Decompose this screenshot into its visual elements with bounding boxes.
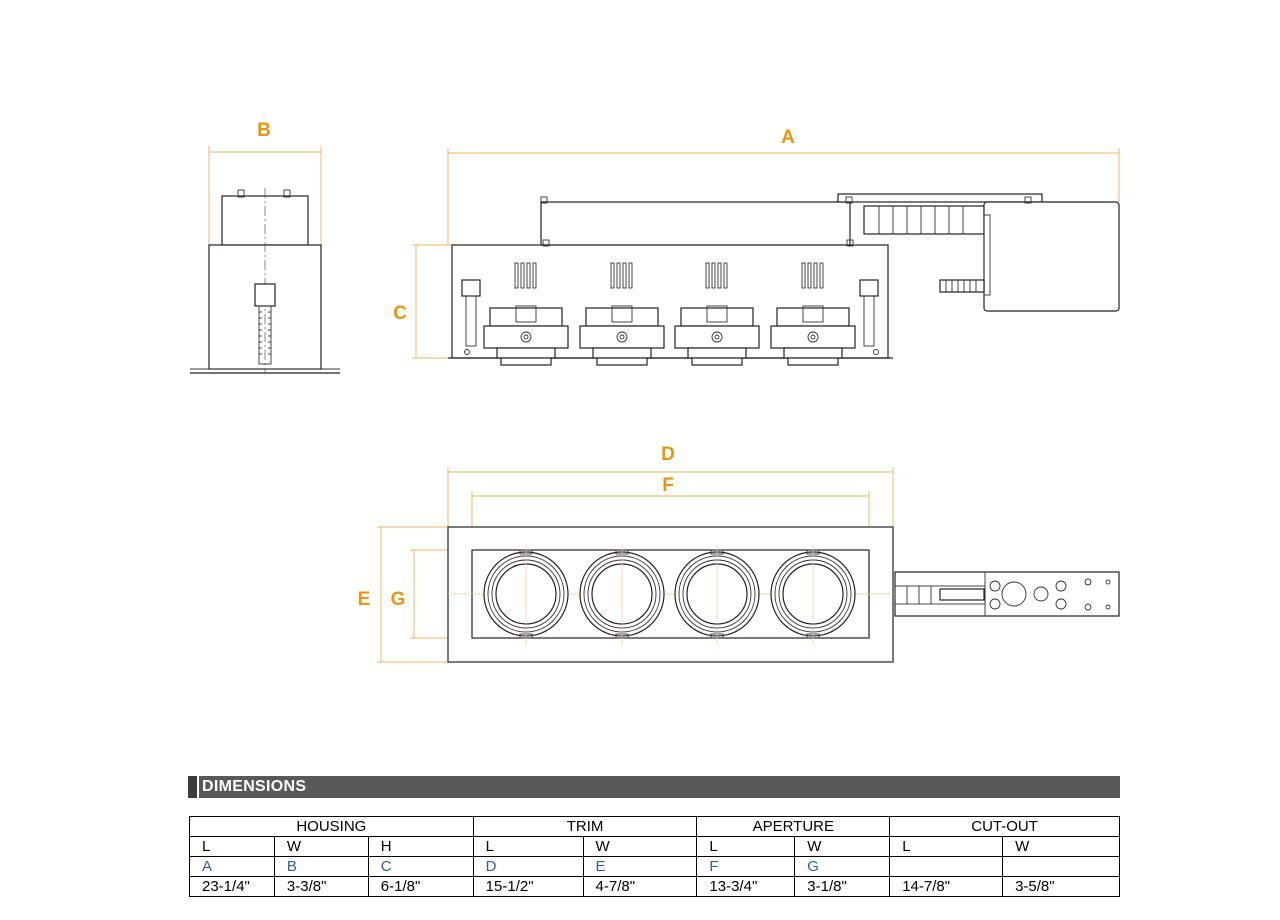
dim-label-e: E bbox=[358, 589, 371, 610]
dim-label-g: G bbox=[391, 589, 406, 610]
value-cell: 23-1/4" bbox=[189, 876, 275, 897]
lamp-ring bbox=[483, 545, 569, 645]
axis-cell: L bbox=[189, 836, 275, 857]
technical-drawing: B A C bbox=[190, 120, 1120, 663]
lamp-module bbox=[579, 262, 665, 366]
value-cell: 6-1/8" bbox=[367, 876, 474, 897]
dim-label-d: D bbox=[661, 444, 675, 465]
lamp-module bbox=[674, 262, 760, 366]
end-view: B bbox=[190, 120, 340, 374]
letter-cell bbox=[1002, 856, 1120, 877]
value-cell: 3-3/8" bbox=[273, 876, 369, 897]
value-cell: 3-5/8" bbox=[1002, 876, 1120, 897]
lamp-ring bbox=[770, 545, 856, 645]
dim-label-c: C bbox=[393, 303, 407, 324]
value-cell: 3-1/8" bbox=[794, 876, 891, 897]
letter-cell: G bbox=[794, 856, 891, 877]
group-housing: HOUSING bbox=[189, 816, 474, 837]
lamp-module bbox=[483, 262, 569, 366]
plan-view: D F E G bbox=[358, 444, 1120, 663]
value-cell: 14-7/8" bbox=[889, 876, 1004, 897]
letter-cell: D bbox=[472, 856, 584, 877]
letter-cell: E bbox=[582, 856, 698, 877]
dim-label-f: F bbox=[662, 475, 674, 496]
axis-cell: L bbox=[696, 836, 796, 857]
dim-label-a: A bbox=[781, 127, 795, 148]
value-cell: 4-7/8" bbox=[582, 876, 698, 897]
dimensions-header: DIMENSIONS bbox=[188, 776, 1120, 798]
axis-cell: L bbox=[889, 836, 1004, 857]
axis-cell: W bbox=[273, 836, 369, 857]
axis-row: L W H L W L W L W bbox=[189, 836, 1120, 857]
lamp-ring bbox=[674, 545, 760, 645]
value-cell: 13-3/4" bbox=[696, 876, 796, 897]
letter-cell: F bbox=[696, 856, 796, 877]
lamp-ring bbox=[579, 545, 665, 645]
axis-cell: W bbox=[582, 836, 698, 857]
axis-cell: W bbox=[794, 836, 891, 857]
letter-cell: A bbox=[189, 856, 275, 877]
lamp-module bbox=[770, 262, 856, 366]
letter-cell: B bbox=[273, 856, 369, 877]
axis-cell: L bbox=[472, 836, 584, 857]
group-cut-out: CUT-OUT bbox=[889, 816, 1120, 837]
header-accent-bar bbox=[188, 776, 199, 798]
axis-cell: W bbox=[1002, 836, 1120, 857]
letter-cell: C bbox=[367, 856, 474, 877]
front-view: A C bbox=[393, 127, 1120, 366]
value-row: 23-1/4" 3-3/8" 6-1/8" 15-1/2" 4-7/8" 13-… bbox=[189, 876, 1120, 897]
dim-label-b: B bbox=[257, 120, 271, 141]
axis-cell: H bbox=[367, 836, 474, 857]
letter-row: A B C D E F G bbox=[189, 856, 1120, 877]
group-trim: TRIM bbox=[472, 816, 698, 837]
group-aperture: APERTURE bbox=[696, 816, 891, 837]
dimensions-table: HOUSING TRIM APERTURE CUT-OUT L W H L W … bbox=[189, 816, 1120, 897]
dimensions-title: DIMENSIONS bbox=[202, 778, 307, 795]
value-cell: 15-1/2" bbox=[472, 876, 584, 897]
letter-cell bbox=[889, 856, 1004, 877]
group-header-row: HOUSING TRIM APERTURE CUT-OUT bbox=[189, 816, 1120, 837]
